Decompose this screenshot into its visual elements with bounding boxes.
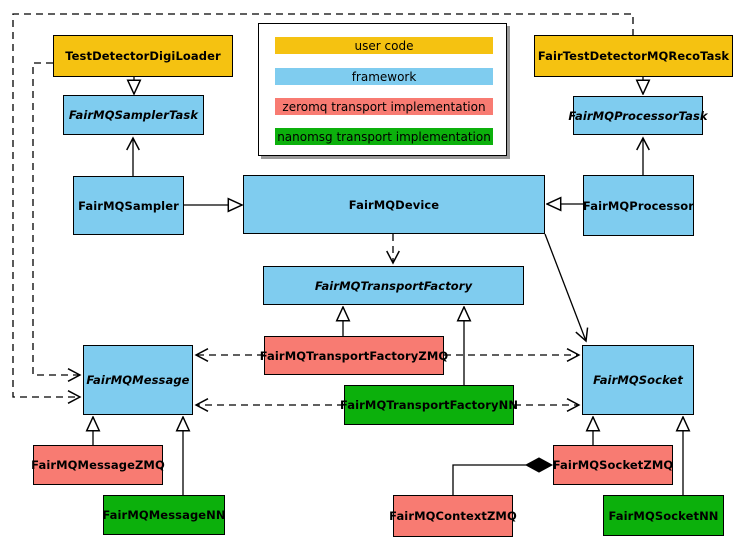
legend-item-framework: framework xyxy=(275,68,493,85)
legend-item-zeromq: zeromq transport implementation xyxy=(275,98,493,115)
legend-label-nanomsg: nanomsg transport implementation xyxy=(277,129,491,144)
node-fairmq-socket-zmq: FairMQSocketZMQ xyxy=(553,445,673,485)
node-fairmq-socket: FairMQSocket xyxy=(582,345,694,415)
node-fairmq-transport-factory-zmq: FairMQTransportFactoryZMQ xyxy=(260,336,448,375)
node-label: FairMQTransportFactoryNN xyxy=(339,398,519,412)
node-fairmq-sampler: FairMQSampler xyxy=(73,176,184,235)
legend-item-user-code: user code xyxy=(275,37,493,54)
node-label: TestDetectorDigiLoader xyxy=(65,49,221,63)
edge-device-uses-socket xyxy=(544,233,589,343)
node-fairmq-sampler-task: FairMQSamplerTask xyxy=(63,95,204,135)
node-label: FairMQDevice xyxy=(348,197,440,212)
node-label: FairMQMessage xyxy=(86,373,190,387)
legend-item-nanomsg: nanomsg transport implementation xyxy=(275,128,493,145)
node-label: FairMQProcessorTask xyxy=(568,108,708,123)
node-label: FairTestDetectorMQRecoTask xyxy=(537,49,730,63)
node-label: FairMQSamplerTask xyxy=(68,108,199,122)
legend-label-framework: framework xyxy=(351,69,417,84)
node-label: FairMQProcessor xyxy=(582,198,695,213)
legend-label-zeromq: zeromq transport implementation xyxy=(282,99,486,114)
node-label: FairMQSocketZMQ xyxy=(552,458,674,472)
node-fair-test-detector-mq-reco-task: FairTestDetectorMQRecoTask xyxy=(534,35,733,77)
node-fairmq-message-nn: FairMQMessageNN xyxy=(102,495,226,535)
node-fairmq-processor-task: FairMQProcessorTask xyxy=(568,96,708,135)
edge-contextzmq-composition-line xyxy=(452,464,526,495)
legend-label-user-code: user code xyxy=(354,38,414,53)
node-label: FairMQContextZMQ xyxy=(389,509,517,523)
node-fairmq-context-zmq: FairMQContextZMQ xyxy=(389,495,517,537)
composition-diamond-icon xyxy=(524,457,554,473)
node-fairmq-processor: FairMQProcessor xyxy=(583,175,694,236)
node-label: FairMQSocketNN xyxy=(608,508,719,523)
node-label: FairMQSampler xyxy=(78,198,179,213)
node-fairmq-device: FairMQDevice xyxy=(243,175,545,234)
node-label: FairMQMessageZMQ xyxy=(31,458,165,472)
node-fairmq-socket-nn: FairMQSocketNN xyxy=(603,495,724,536)
node-fairmq-message: FairMQMessage xyxy=(83,345,193,415)
node-label: FairMQTransportFactoryZMQ xyxy=(259,348,449,363)
node-label: FairMQTransportFactory xyxy=(314,278,473,293)
node-label: FairMQSocket xyxy=(593,373,683,387)
node-fairmq-message-zmq: FairMQMessageZMQ xyxy=(31,445,165,485)
node-test-detector-digi-loader: TestDetectorDigiLoader xyxy=(53,35,233,77)
legend: user code framework zeromq transport imp… xyxy=(258,23,507,156)
node-fairmq-transport-factory: FairMQTransportFactory xyxy=(263,266,524,305)
node-fairmq-transport-factory-nn: FairMQTransportFactoryNN xyxy=(340,385,518,425)
node-label: FairMQMessageNN xyxy=(102,508,226,522)
